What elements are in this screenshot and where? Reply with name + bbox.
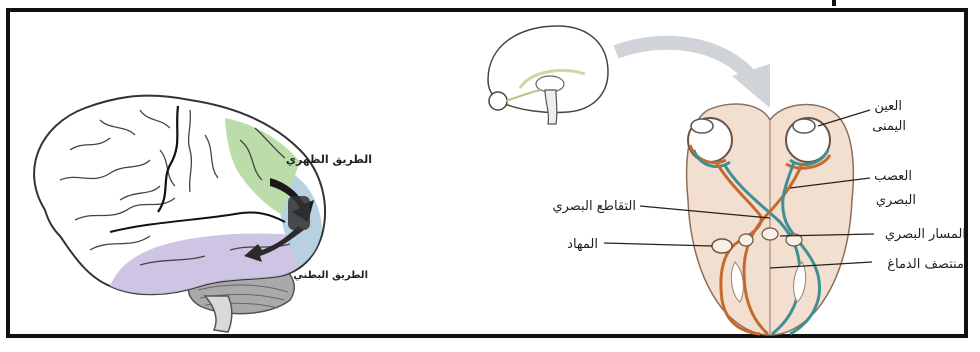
dorsal-stream-label: الطريق الظهري xyxy=(286,153,372,166)
transition-arrow xyxy=(616,43,770,108)
lateral-brain-illustration xyxy=(34,96,325,332)
left-lgn xyxy=(712,239,732,253)
optic-nerve-label-line2: البصري xyxy=(876,193,916,208)
brainstem xyxy=(205,296,232,332)
ventral-stream-label: الطريق البطني xyxy=(293,270,368,281)
optic-chiasm-label: التقاطع البصري xyxy=(552,199,636,214)
thalamus-label: المهاد xyxy=(567,237,598,252)
medial-brain-illustration xyxy=(488,26,608,124)
right-eye-label-line1: العين xyxy=(874,99,902,114)
optic-tract-label: المسار البصري xyxy=(885,227,966,242)
inferior-brain-illustration xyxy=(687,104,854,335)
optic-nerve-label-line1: العصب xyxy=(874,169,912,184)
right-eye-label-line2: اليمنى xyxy=(872,119,906,134)
midbrain-label: منتصف الدماغ xyxy=(887,257,964,272)
